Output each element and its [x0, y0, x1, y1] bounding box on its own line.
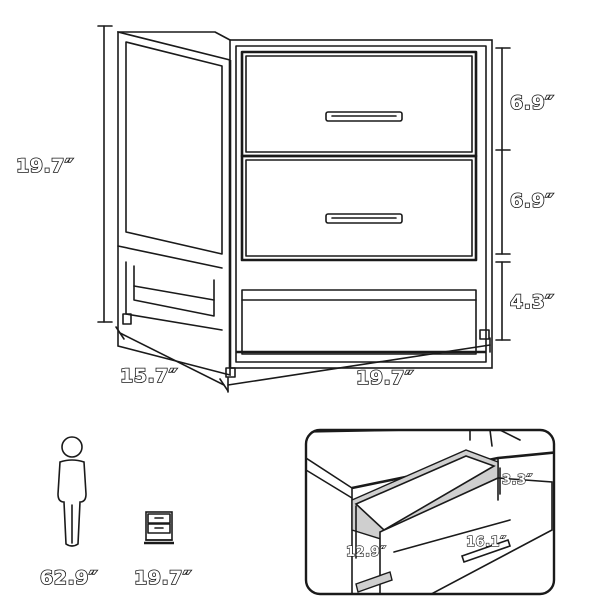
dimension-lines [97, 25, 511, 393]
person-icon [57, 436, 87, 547]
depth-label: 15.7″ [120, 365, 178, 387]
side-panel [117, 30, 231, 377]
open-drawer [351, 449, 553, 594]
drawer-inner-depth-label: 12.9″ [346, 545, 386, 560]
drawer-top-height-label: 6.9″ [510, 92, 554, 114]
mini-nightstand-icon [144, 511, 174, 545]
dimension-labels: 19.7″ 6.9″ 6.9″ 4.3″ 15.7″ 19.7″ [15, 91, 554, 390]
detail-inset: 3.3″ 12.9″ 16.1″ [304, 428, 556, 596]
overall-height-label: 19.7″ [16, 155, 74, 177]
width-label: 19.7″ [356, 367, 414, 389]
front-frame [117, 31, 493, 369]
inset-drawer-handle [460, 538, 512, 564]
scale-comparison: 62.9″ 19.7″ [39, 436, 192, 590]
drawer-inner-height-label: 3.3″ [502, 473, 533, 488]
drawer-middle-handle [325, 213, 403, 224]
feet [225, 329, 490, 378]
drawer-middle-height-label: 6.9″ [510, 190, 554, 212]
nightstand-width-label: 19.7″ [134, 567, 192, 589]
nightstand-drawing [117, 30, 493, 378]
drawer-top-handle [325, 111, 403, 122]
person-height-label: 62.9″ [40, 567, 98, 589]
drawer-middle [240, 154, 478, 262]
drawer-inner-width-label: 16.1″ [466, 535, 506, 550]
shelf-height-label: 4.3″ [510, 291, 554, 313]
